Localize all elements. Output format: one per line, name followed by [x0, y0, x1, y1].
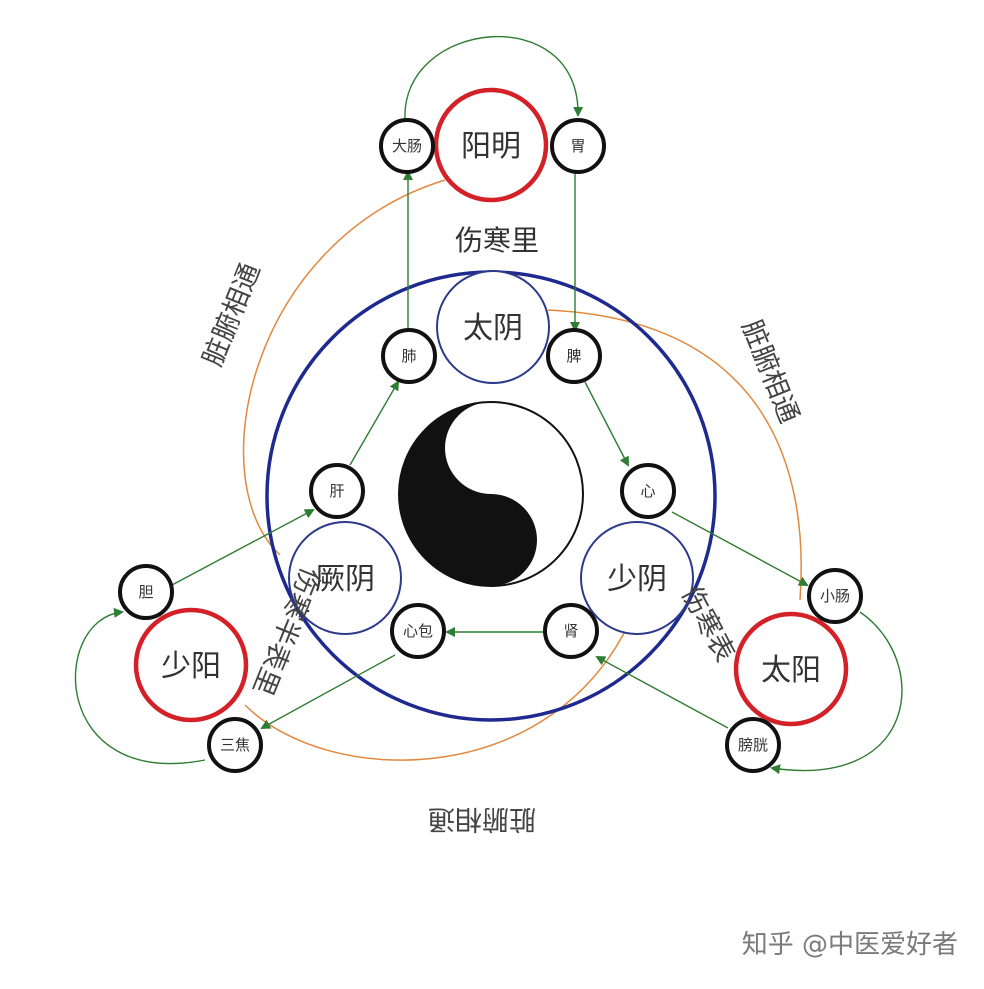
zangfu-curve-bottom: [244, 609, 636, 761]
yin-yang-icon: [398, 401, 584, 587]
flow-arrow: [349, 380, 400, 466]
organ-stomach: 胃: [550, 118, 606, 174]
flow-arrow: [74, 607, 206, 765]
channel-shaoyang: 少阳: [133, 607, 249, 723]
flow-arrow: [404, 36, 584, 121]
organ-gallbladder: 胆: [118, 564, 174, 620]
channel-shaoyin-label: 少阴: [607, 562, 667, 597]
channel-yangming-label: 阳明: [461, 129, 521, 164]
organ-heart-label: 心: [640, 482, 655, 500]
organ-triple-burner: 三焦: [207, 717, 263, 773]
organ-lung: 肺: [381, 328, 437, 384]
organ-spleen-label: 脾: [566, 347, 581, 365]
organ-liver: 肝: [309, 463, 365, 519]
organ-lung-label: 肺: [401, 347, 416, 365]
organ-large-intestine-label: 大肠: [392, 137, 422, 155]
organ-kidney: 肾: [543, 603, 599, 659]
organ-bladder: 膀胱: [725, 717, 781, 773]
label-shanghan-li: 伤寒里: [455, 224, 539, 257]
watermark-text: 知乎 @中医爱好者: [742, 930, 958, 960]
flow-arrow: [260, 654, 396, 729]
label-zangfu-bottom: 脏腑相通: [428, 803, 536, 834]
zangfu-curve-left: [242, 179, 446, 556]
channel-taiyin-label: 太阴: [463, 311, 523, 346]
channel-shaoyang-label: 少阳: [161, 649, 221, 684]
organ-spleen: 脾: [546, 328, 602, 384]
organ-small-intestine: 小肠: [807, 568, 863, 624]
organ-heart: 心: [620, 463, 676, 519]
organ-pericardium: 心包: [390, 603, 446, 659]
channel-taiyin: 太阴: [436, 270, 550, 384]
label-zangfu-right: 脏腑相通: [735, 316, 804, 428]
zangfu-curve-right: [547, 309, 802, 601]
organ-triple-burner-label: 三焦: [220, 736, 250, 754]
label-zangfu-left: 脏腑相通: [198, 259, 267, 371]
organ-bladder-label: 膀胱: [738, 736, 768, 754]
organ-small-intestine-label: 小肠: [820, 587, 850, 605]
organ-gallbladder-label: 胆: [138, 583, 153, 601]
flow-arrow: [770, 611, 903, 775]
channel-yangming: 阳明: [433, 87, 549, 203]
channel-jueyin-label: 厥阴: [315, 562, 375, 597]
flow-arrow: [171, 509, 315, 586]
organ-pericardium-label: 心包: [403, 622, 433, 640]
label-shanghan-biao: 伤寒表: [675, 581, 740, 667]
flow-arrow: [595, 656, 729, 729]
channel-taiyang: 太阳: [733, 611, 849, 727]
channel-jueyin: 厥阴: [288, 521, 402, 635]
organ-stomach-label: 胃: [570, 137, 585, 155]
organ-kidney-label: 肾: [563, 622, 578, 640]
organ-large-intestine: 大肠: [379, 118, 435, 174]
channel-shaoyin: 少阴: [580, 521, 694, 635]
organ-liver-label: 肝: [329, 482, 344, 500]
flow-arrow: [584, 381, 629, 467]
flow-arrow: [671, 511, 809, 586]
channel-taiyang-label: 太阳: [761, 653, 821, 688]
